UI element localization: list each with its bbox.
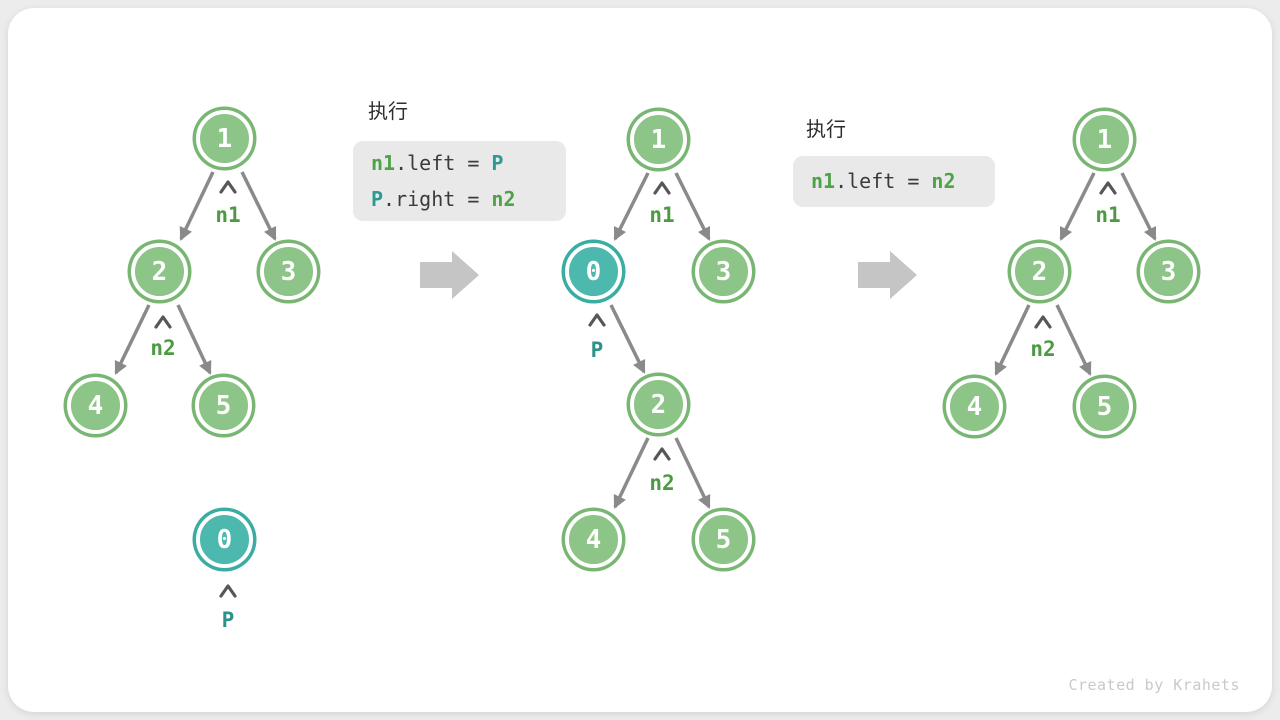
code-token: n1 — [371, 151, 396, 175]
pointer-label-p: P — [221, 608, 235, 632]
right-tree-node-5: 5 — [1076, 378, 1133, 435]
code-line-1: n1.left = P — [353, 145, 566, 181]
pointer-label-n1: n1 — [649, 203, 675, 227]
code-token: n1 — [811, 169, 836, 193]
code-box-2: n1.left = n2 — [793, 156, 995, 207]
exec-header-1: 执行 — [368, 99, 408, 123]
code-token: .right = — [383, 187, 492, 211]
pointer-label-n1: n1 — [1095, 203, 1121, 227]
pointer-label-n2: n2 — [1030, 337, 1056, 361]
pointer-label-p: P — [590, 338, 604, 362]
pointer-label-n1: n1 — [215, 203, 241, 227]
right-tree-node-4: 4 — [946, 378, 1003, 435]
middle-tree-node-1: 1 — [630, 111, 687, 168]
code-token: P — [491, 151, 504, 175]
middle-tree-node-2: 2 — [630, 376, 687, 433]
pointer-label-n2: n2 — [649, 471, 675, 495]
left-tree-node-0: 0 — [196, 511, 253, 568]
middle-tree-node-4: 4 — [565, 511, 622, 568]
right-tree-node-3: 3 — [1140, 243, 1197, 300]
left-tree-node-1: 1 — [196, 110, 253, 167]
left-tree-node-2: 2 — [131, 243, 188, 300]
code-token: n2 — [931, 169, 956, 193]
left-tree-node-4: 4 — [67, 377, 124, 434]
code-token: .left = — [395, 151, 492, 175]
pointer-label-n2: n2 — [150, 336, 176, 360]
watermark-credit: Created by Krahets — [1068, 676, 1240, 694]
right-tree-node-1: 1 — [1076, 111, 1133, 168]
exec-header-2: 执行 — [806, 117, 846, 141]
middle-tree-node-3: 3 — [695, 243, 752, 300]
code-line-2: P.right = n2 — [353, 181, 566, 217]
code-token: n2 — [491, 187, 516, 211]
code-token: .left = — [835, 169, 932, 193]
middle-tree-node-0: 0 — [565, 243, 622, 300]
left-tree-node-5: 5 — [195, 377, 252, 434]
left-tree-node-3: 3 — [260, 243, 317, 300]
middle-tree-node-5: 5 — [695, 511, 752, 568]
code-token: P — [371, 187, 384, 211]
code-line-1: n1.left = n2 — [793, 163, 995, 199]
right-tree-node-2: 2 — [1011, 243, 1068, 300]
code-box-1: n1.left = P P.right = n2 — [353, 141, 566, 221]
